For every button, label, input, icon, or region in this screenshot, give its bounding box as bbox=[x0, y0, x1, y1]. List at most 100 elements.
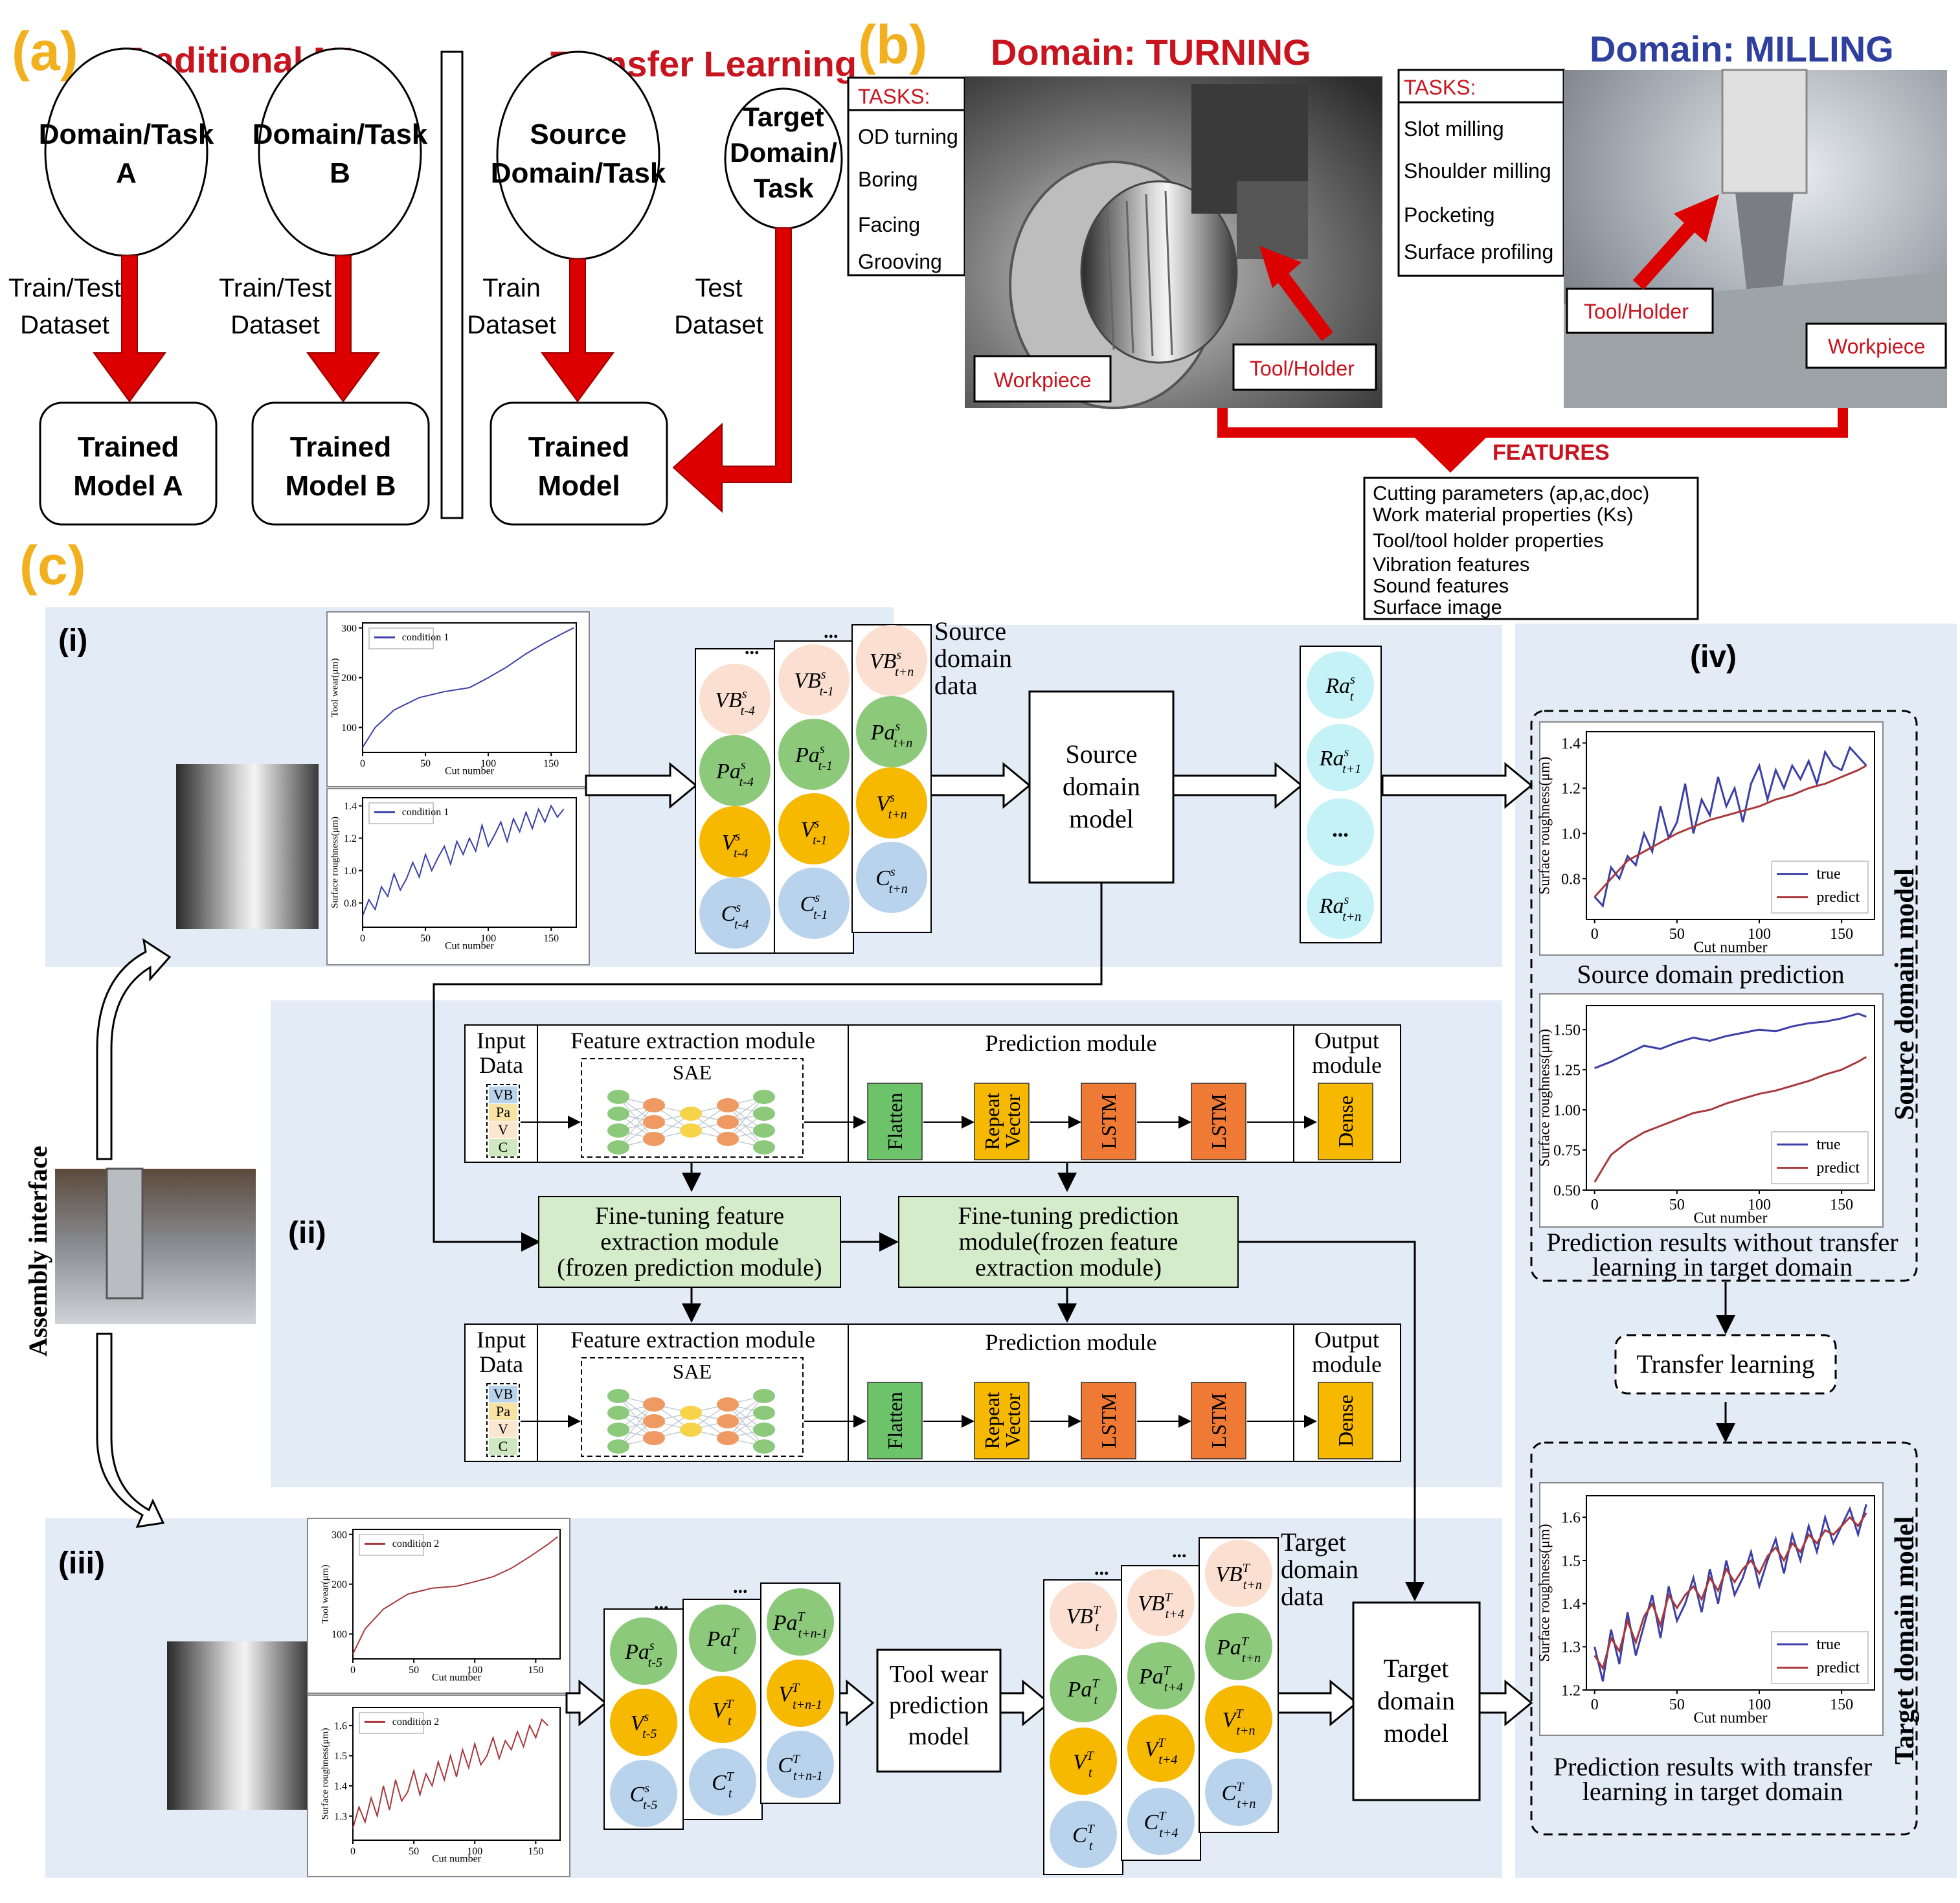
feature-extraction-module-label: Feature extraction module bbox=[570, 1028, 815, 1053]
surface-image-1 bbox=[176, 764, 319, 929]
curved-arrow-up bbox=[96, 938, 172, 1160]
sub-label-iv: (iv) bbox=[1690, 640, 1737, 674]
input-var-cell bbox=[489, 1104, 517, 1121]
source-domain-ellipse bbox=[496, 51, 660, 260]
input-var-V: V bbox=[498, 1421, 508, 1437]
feature-extraction-module-label: Feature extraction module bbox=[570, 1327, 815, 1353]
y-tick-label: 1.5 bbox=[334, 1751, 347, 1762]
y-tick-label: 100 bbox=[332, 1629, 347, 1640]
sae-node bbox=[753, 1389, 775, 1403]
legend-entry: predict bbox=[1816, 889, 1860, 906]
x-tick-label: 100 bbox=[1748, 926, 1771, 943]
y-tick-label: 1.2 bbox=[1561, 781, 1581, 798]
feature-sound: Sound features bbox=[1373, 574, 1509, 597]
svg-text:...: ... bbox=[1172, 1540, 1187, 1562]
input-stack bbox=[486, 1383, 520, 1457]
x-tick-label: 150 bbox=[1830, 926, 1853, 943]
x-axis-label: Cut number bbox=[445, 941, 495, 952]
sae-node bbox=[753, 1406, 775, 1420]
input-var-C: C bbox=[499, 1139, 508, 1155]
tool-wear-model-box bbox=[876, 1649, 1002, 1773]
x-tick-label: 100 bbox=[1748, 1197, 1771, 1213]
sae-node bbox=[753, 1107, 775, 1121]
x-axis-label: Cut number bbox=[1694, 1709, 1768, 1726]
y-axis-label: Surface roughness(μm) bbox=[1536, 757, 1552, 895]
milling-workpiece-label-box bbox=[1805, 322, 1947, 369]
curved-arrow-down bbox=[96, 1333, 165, 1528]
milling-tasks-header: TASKS: bbox=[1404, 76, 1476, 99]
legend-entry: predict bbox=[1816, 1160, 1860, 1177]
sae-node bbox=[607, 1090, 629, 1104]
sub-label-iii: (iii) bbox=[58, 1546, 105, 1581]
sub-label-ii: (ii) bbox=[288, 1216, 326, 1250]
source-domain-model-side-label: Source domain model bbox=[1890, 868, 1920, 1120]
sae-node bbox=[753, 1439, 775, 1454]
sae-node bbox=[753, 1423, 775, 1437]
flatten-layer-label: Flatten bbox=[883, 1392, 907, 1450]
legend-entry: condition 2 bbox=[392, 1538, 439, 1549]
chart-frame-wear2 bbox=[307, 1518, 570, 1694]
lstm-layer-2-label: LSTM bbox=[1207, 1094, 1230, 1149]
lstm-layer-1 bbox=[1081, 1083, 1136, 1160]
y-axis-label: Surface roughness(μm) bbox=[1536, 1029, 1552, 1167]
legend-entry: condition 2 bbox=[392, 1717, 439, 1728]
input-var-cell bbox=[489, 1438, 517, 1455]
features-title: FEATURES bbox=[1493, 440, 1610, 465]
task-slot-milling: Slot milling bbox=[1404, 117, 1504, 141]
svg-text:...: ... bbox=[745, 637, 760, 659]
plot-area bbox=[352, 1707, 561, 1841]
y-tick-label: 1.0 bbox=[1561, 826, 1581, 843]
sub-label-i: (i) bbox=[58, 624, 87, 658]
y-tick-label: 0.75 bbox=[1553, 1142, 1581, 1159]
sae-node bbox=[607, 1140, 629, 1154]
svg-text:...: ... bbox=[654, 1592, 669, 1614]
flatten-layer bbox=[867, 1382, 923, 1459]
input-var-cell bbox=[489, 1121, 517, 1138]
turning-tool-label-box bbox=[1232, 343, 1377, 391]
x-tick-label: 50 bbox=[1669, 926, 1685, 943]
y-tick-label: 300 bbox=[332, 1529, 347, 1540]
transfer-learning-text: Transfer learning bbox=[1636, 1349, 1814, 1379]
panel-b-label: (b) bbox=[858, 14, 927, 75]
y-axis-label: Tool wear(μm) bbox=[320, 1565, 331, 1624]
y-tick-label: 1.3 bbox=[1561, 1639, 1581, 1656]
surface-image-2 bbox=[167, 1641, 308, 1810]
assembly-photo bbox=[55, 1167, 256, 1324]
sae-edge bbox=[727, 1096, 765, 1140]
y-tick-label: 1.5 bbox=[1561, 1553, 1581, 1570]
turning-tool-arrow bbox=[1259, 246, 1333, 341]
prediction-module-label: Prediction module bbox=[986, 1329, 1157, 1355]
x-tick-label: 150 bbox=[543, 933, 559, 944]
y-tick-label: 1.50 bbox=[1553, 1022, 1581, 1039]
x-axis-label: Cut number bbox=[432, 1672, 482, 1683]
y-tick-label: 100 bbox=[341, 723, 357, 734]
task-grooving: Grooving bbox=[858, 250, 942, 273]
sae-node bbox=[607, 1406, 629, 1420]
x-tick-label: 0 bbox=[360, 758, 365, 769]
sae-node bbox=[717, 1431, 739, 1445]
task-surface-profiling: Surface profiling bbox=[1404, 240, 1553, 264]
milling-title: Domain: MILLING bbox=[1590, 28, 1894, 69]
dense-layer bbox=[1318, 1083, 1373, 1160]
repeat-vector-layer-label: RepeatVector bbox=[980, 1391, 1024, 1449]
turning-tasks-header: TASKS: bbox=[858, 85, 930, 108]
trained-model-a-box bbox=[39, 401, 218, 526]
x-tick-label: 0 bbox=[350, 1846, 355, 1857]
red-arrow-a bbox=[93, 255, 166, 403]
task-facing: Facing bbox=[858, 213, 920, 236]
x-axis-label: Cut number bbox=[432, 1854, 482, 1865]
input-var-VB: VB bbox=[493, 1386, 513, 1402]
legend-box bbox=[359, 1534, 424, 1556]
input-var-V: V bbox=[498, 1121, 508, 1138]
input-var-cell bbox=[489, 1421, 517, 1437]
